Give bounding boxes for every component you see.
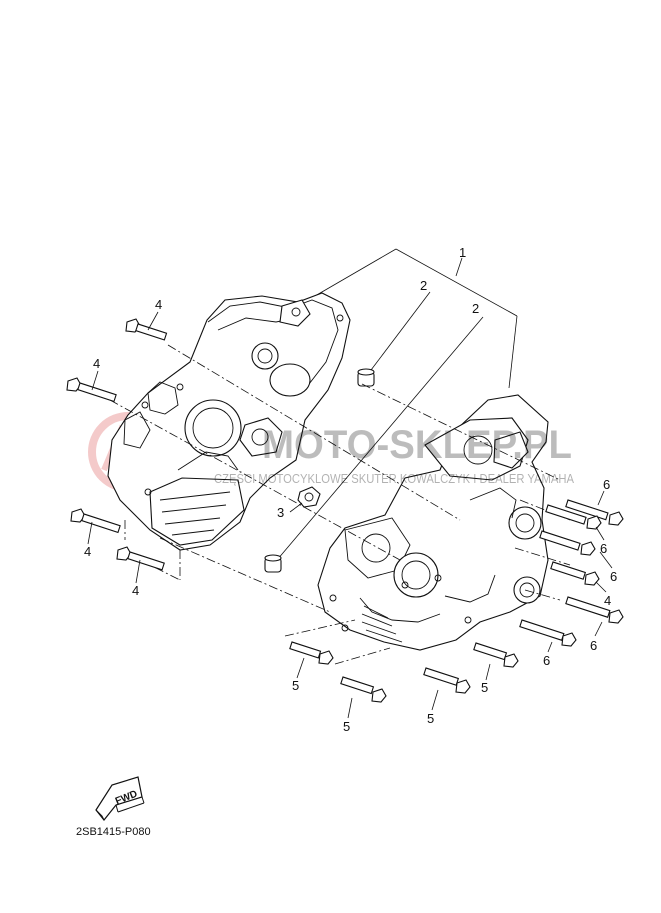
bolt-4-lower-left bbox=[70, 508, 121, 534]
callout-3: 3 bbox=[277, 505, 284, 520]
callout-1-leaders bbox=[314, 248, 518, 389]
callout-6-lower-right: 6 bbox=[590, 638, 597, 653]
callout-2a-leader bbox=[367, 291, 431, 375]
callout-4-mid-left: 4 bbox=[93, 356, 100, 371]
callout-1: 1 bbox=[459, 245, 466, 260]
bolt-5-center bbox=[423, 667, 471, 694]
alignment-lines bbox=[109, 344, 571, 665]
bolt-5-left bbox=[289, 641, 334, 665]
callout-4-upper-left: 4 bbox=[155, 297, 162, 312]
bolt-6-right-4 bbox=[565, 596, 624, 624]
bolt-4-mid-left bbox=[66, 377, 117, 403]
plug-part-3 bbox=[289, 486, 321, 513]
callout-6-upper: 6 bbox=[600, 541, 607, 556]
diagram-code: 2SB1415-P080 bbox=[76, 826, 151, 838]
callout-4-lower-left: 4 bbox=[84, 544, 91, 559]
bolt-6-right-2 bbox=[545, 504, 602, 530]
callout-2-lower: 2 bbox=[472, 301, 479, 316]
callout-2b-leader bbox=[276, 316, 484, 561]
callout-5-lower: 5 bbox=[343, 719, 350, 734]
callout-4-right: 4 bbox=[604, 593, 611, 608]
bolt-5-right bbox=[473, 642, 519, 668]
callout-leaders bbox=[87, 311, 613, 719]
watermark-text-main: MOTO-SKLEP.PL bbox=[262, 423, 572, 467]
bolt-4-upper-left bbox=[125, 318, 168, 341]
callout-5-center: 5 bbox=[427, 711, 434, 726]
bolt-6-right-5 bbox=[519, 619, 577, 647]
bolt-5-lower bbox=[340, 676, 387, 703]
fwd-arrow-icon: FWD bbox=[95, 776, 145, 821]
bolt-6-right-3 bbox=[539, 530, 596, 556]
bolt-4-bottom-left bbox=[116, 546, 165, 571]
bolt-4-right bbox=[550, 561, 600, 586]
callout-5-right: 5 bbox=[481, 680, 488, 695]
bolt-6-top-right bbox=[565, 499, 624, 526]
callout-6-middle: 6 bbox=[610, 569, 617, 584]
right-crankcase bbox=[317, 394, 549, 651]
dowel-pin-upper bbox=[357, 368, 375, 387]
dowel-pin-lower bbox=[264, 554, 282, 573]
callout-6-top: 6 bbox=[603, 477, 610, 492]
callout-4-bottom-left: 4 bbox=[132, 583, 139, 598]
callout-2-upper: 2 bbox=[420, 278, 427, 293]
callout-5-left: 5 bbox=[292, 678, 299, 693]
watermark-text-sub: CZĘŚCI MOTOCYKLOWE SKUTER KOWALCZYK I DE… bbox=[214, 471, 574, 486]
left-crankcase bbox=[107, 292, 351, 551]
callout-6-lower: 6 bbox=[543, 653, 550, 668]
